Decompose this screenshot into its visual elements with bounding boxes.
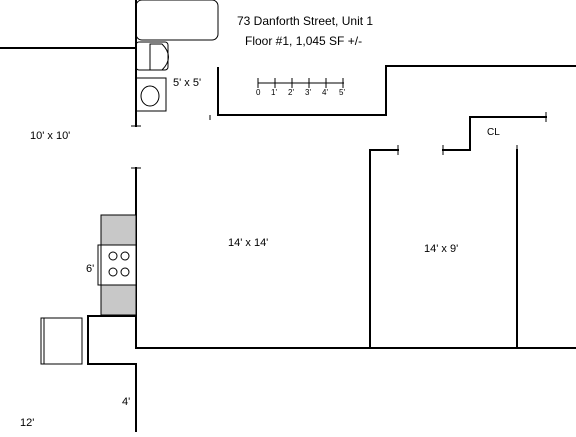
stove-burner: [120, 267, 130, 277]
stove-burner: [120, 251, 130, 261]
plan-address: 73 Danforth Street, Unit 1: [237, 14, 373, 28]
stove-burner: [108, 251, 118, 261]
kitchen-counter-upper: [100, 214, 137, 246]
sink-vanity: [135, 77, 167, 112]
room-label-bedroom: 14' x 9': [424, 243, 458, 255]
toilet-bowl: [149, 43, 169, 71]
bathtub: [135, 0, 219, 41]
room-label-bath: 5' x 5': [173, 77, 201, 89]
kitchen-counter-lower: [100, 284, 137, 316]
scale-label: 0: [256, 88, 261, 97]
stove-front: [97, 244, 102, 286]
scale-label: 3': [305, 88, 311, 97]
scale-label: 5': [339, 88, 345, 97]
refrigerator: [40, 317, 83, 365]
stove-burner: [108, 267, 118, 277]
toilet-tank: [135, 41, 169, 71]
sink-basin: [140, 85, 160, 107]
room-label-lower-left: 12': [20, 417, 34, 429]
plan-floor-info: Floor #1, 1,045 SF +/-: [245, 34, 362, 48]
room-label-left: 10' x 10': [30, 130, 70, 142]
room-label-hall: 4': [122, 396, 130, 408]
opening-marks: [131, 112, 547, 169]
stove: [100, 244, 137, 286]
room-label-main: 14' x 14': [228, 237, 268, 249]
scale-label: 4': [322, 88, 328, 97]
scale-label: 2': [288, 88, 294, 97]
room-label-kitchen: 6': [86, 263, 94, 275]
scale-label: 1': [271, 88, 277, 97]
scale-bar: 0 1' 2' 3' 4' 5': [256, 78, 345, 97]
room-label-closet: CL: [487, 127, 500, 138]
